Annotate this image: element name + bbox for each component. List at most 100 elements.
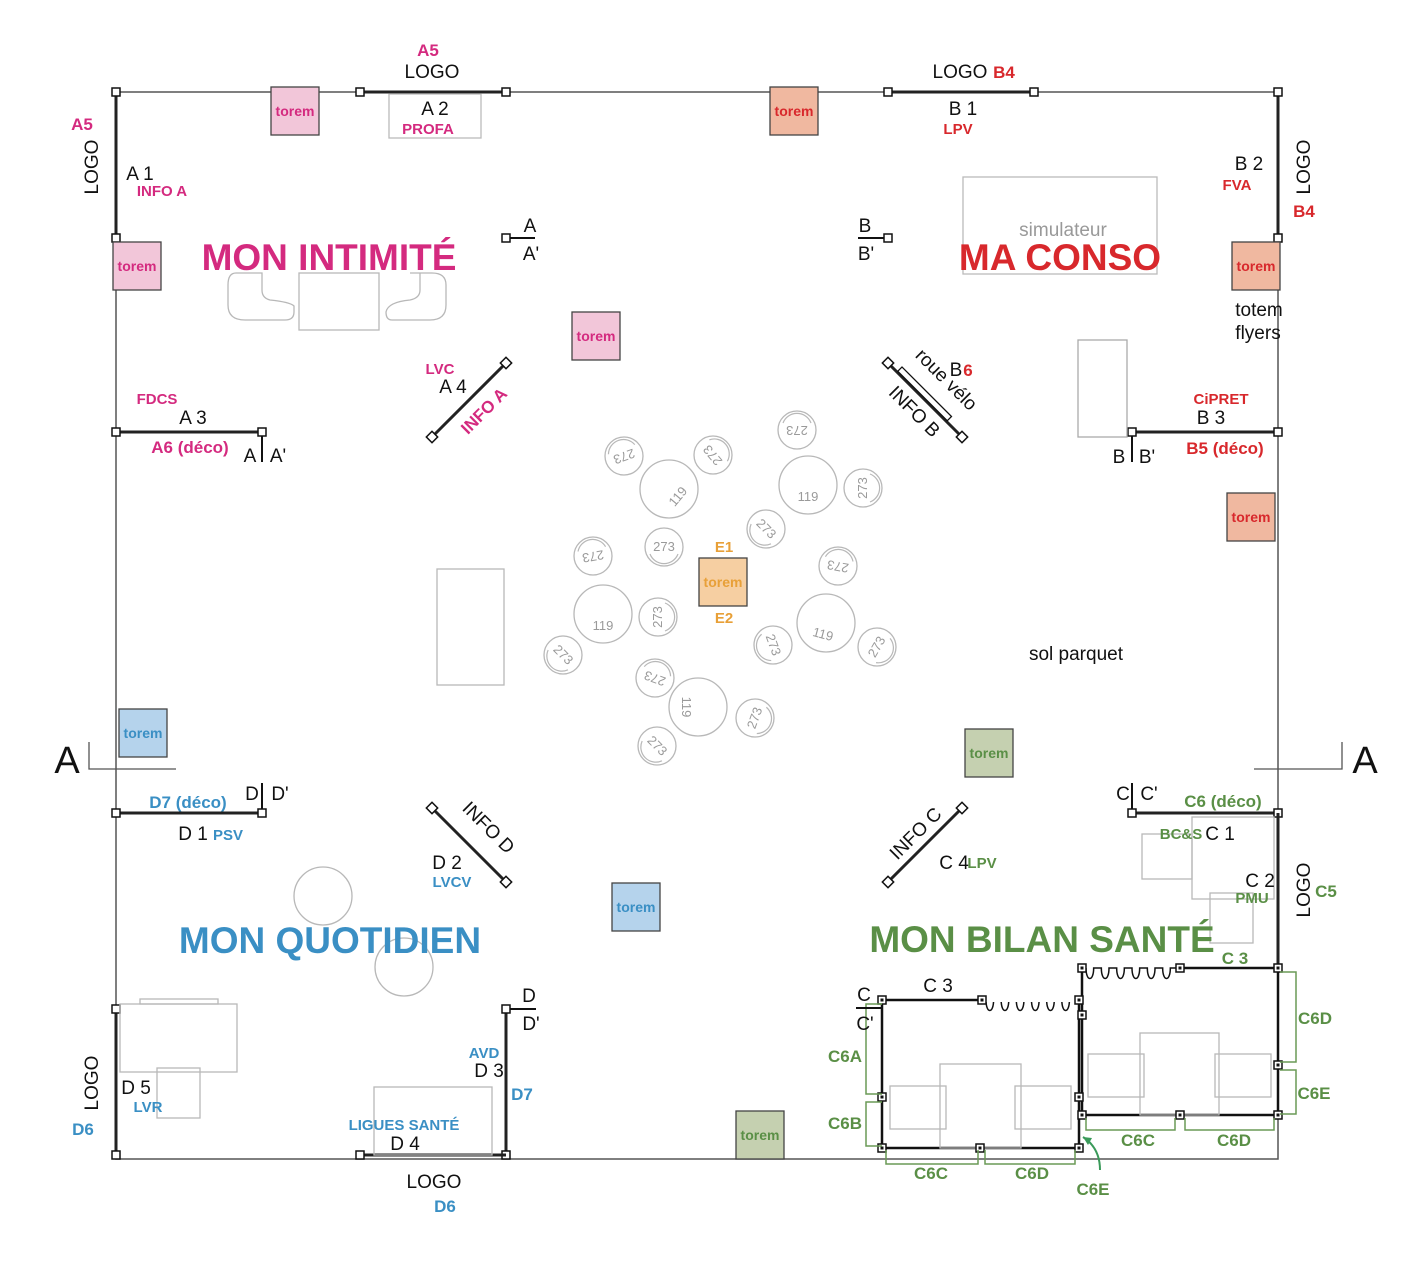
label-logo-b-top: LOGO: [933, 62, 988, 83]
label-logo-d-bottom: LOGO: [407, 1172, 462, 1193]
zone-quotidien: D7 (déco) D D' D 1 PSV INFO D D 2 LVCV M…: [72, 783, 540, 1216]
label-d3: D 3: [474, 1061, 504, 1082]
chair-number: 273: [653, 539, 675, 554]
label-d7: D7: [511, 1085, 533, 1104]
display-stand: [1077, 339, 1128, 438]
torem-boxes: toremtoremtoremtoremtoremtoremtoremtorem…: [112, 86, 1281, 1160]
label-c-left: C: [1116, 784, 1130, 805]
wall-c4: [886, 806, 964, 884]
chair: 273: [543, 635, 583, 675]
simulator-label: simulateur: [1019, 220, 1107, 241]
label-c6d-right-side: C6D: [1298, 1009, 1332, 1028]
label-logo-a-side: LOGO: [82, 140, 103, 195]
label-info-b: INFO B: [884, 382, 944, 442]
torem-label: torem: [617, 899, 656, 915]
label-c4: C 4: [939, 853, 969, 874]
torem-label: torem: [1232, 509, 1271, 525]
table-number: 119: [811, 624, 835, 644]
wall-a4: [430, 361, 508, 439]
label-b1-sub: LPV: [943, 121, 972, 138]
label-d-right: D': [271, 784, 288, 805]
torem-label: torem: [775, 103, 814, 119]
round-table: 119: [668, 677, 728, 737]
label-logo-d-side: LOGO: [82, 1056, 103, 1111]
label-c3-left: C 3: [923, 976, 953, 997]
zone-title-conso: MA CONSO: [959, 237, 1161, 278]
label-c1: C 1: [1205, 824, 1235, 845]
label-logo-c-side: LOGO: [1294, 863, 1315, 918]
table-number: 119: [798, 489, 819, 504]
label-a5-side: A5: [71, 115, 93, 134]
chair: 273: [818, 546, 858, 586]
label-d4-sub: LIGUES SANTÉ: [349, 1117, 460, 1134]
label-d3-sub: AVD: [469, 1045, 500, 1062]
label-a3: A 3: [179, 408, 206, 429]
label-c-bot: C': [856, 1014, 873, 1035]
chair: 273: [573, 536, 613, 576]
label-a2: A 2: [421, 99, 448, 120]
zone-bilan: C C' C6 (déco) BC&S C 1 C 2 PMU LOGO C5 …: [828, 783, 1337, 1199]
label-d-top: D: [522, 986, 536, 1007]
label-c6c-left: C6C: [914, 1164, 948, 1183]
torem-box: torem: [571, 311, 621, 361]
chair-number: 273: [650, 606, 665, 628]
round-table: 119: [639, 459, 699, 519]
label-a2-sub: PROFA: [402, 121, 454, 138]
label-c2-sub: PMU: [1235, 890, 1268, 907]
chair: 273: [753, 625, 793, 665]
label-e2: E2: [715, 610, 733, 627]
table-number: 119: [679, 697, 694, 718]
label-c6d-right-bottom: C6D: [1217, 1131, 1251, 1150]
torem-box: torem: [118, 708, 168, 758]
chair-number: 273: [855, 477, 870, 499]
round-table: 119: [573, 584, 633, 644]
chair-number: 273: [611, 446, 637, 468]
section-label-left: A: [54, 740, 80, 782]
chair: 273: [843, 468, 883, 508]
label-d6-bottom: D6: [434, 1197, 456, 1216]
label-d2: D 2: [432, 853, 462, 874]
center-table-rect: [436, 568, 505, 686]
label-a-left: A: [244, 446, 257, 467]
label-totem: totem: [1235, 300, 1283, 321]
label-d7-deco: D7 (déco): [149, 793, 226, 812]
label-c6a: C6A: [828, 1047, 862, 1066]
booth-right: [1080, 966, 1280, 1117]
chair-number: 273: [865, 634, 889, 660]
label-a-bot: A': [523, 244, 539, 265]
label-b4-top: B4: [993, 63, 1015, 82]
label-a4-sub: LVC: [426, 361, 455, 378]
chair: 273: [693, 435, 733, 475]
label-b3: B 3: [1197, 408, 1226, 429]
label-b5: B5 (déco): [1186, 439, 1263, 458]
label-d6-side: D6: [72, 1120, 94, 1139]
section-marker-right: A: [1254, 740, 1378, 782]
section-label-right: A: [1352, 740, 1378, 782]
torem-box: torem: [611, 882, 661, 932]
torem-box: torem: [112, 241, 162, 291]
chair-number: 273: [581, 547, 605, 566]
label-c6e-right-side: C6E: [1297, 1084, 1330, 1103]
label-c-right: C': [1140, 784, 1157, 805]
label-c6d-left: C6D: [1015, 1164, 1049, 1183]
label-a-top: A: [524, 216, 537, 237]
zone-title-bilan: MON BILAN SANTÉ: [869, 919, 1214, 960]
label-a5-top: A5: [417, 41, 439, 60]
label-a3-sub: FDCS: [137, 391, 178, 408]
label-c1-sub: BC&S: [1160, 826, 1203, 843]
label-b6: B: [950, 360, 963, 381]
chair: 273: [735, 698, 775, 738]
torem-label: torem: [577, 328, 616, 344]
chair-number: 273: [700, 442, 725, 468]
chair: 273: [637, 726, 677, 766]
torem-label: torem: [118, 258, 157, 274]
label-c6e-arrow: C6E: [1076, 1180, 1109, 1199]
label-b-right: B': [1139, 447, 1155, 468]
chair-number: 273: [786, 423, 808, 438]
bike-roller: [896, 366, 953, 422]
chair-number: 273: [744, 705, 766, 731]
torem-label: torem: [704, 574, 743, 590]
label-b3-sub: CiPRET: [1193, 391, 1248, 408]
chair-number: 273: [644, 733, 670, 759]
